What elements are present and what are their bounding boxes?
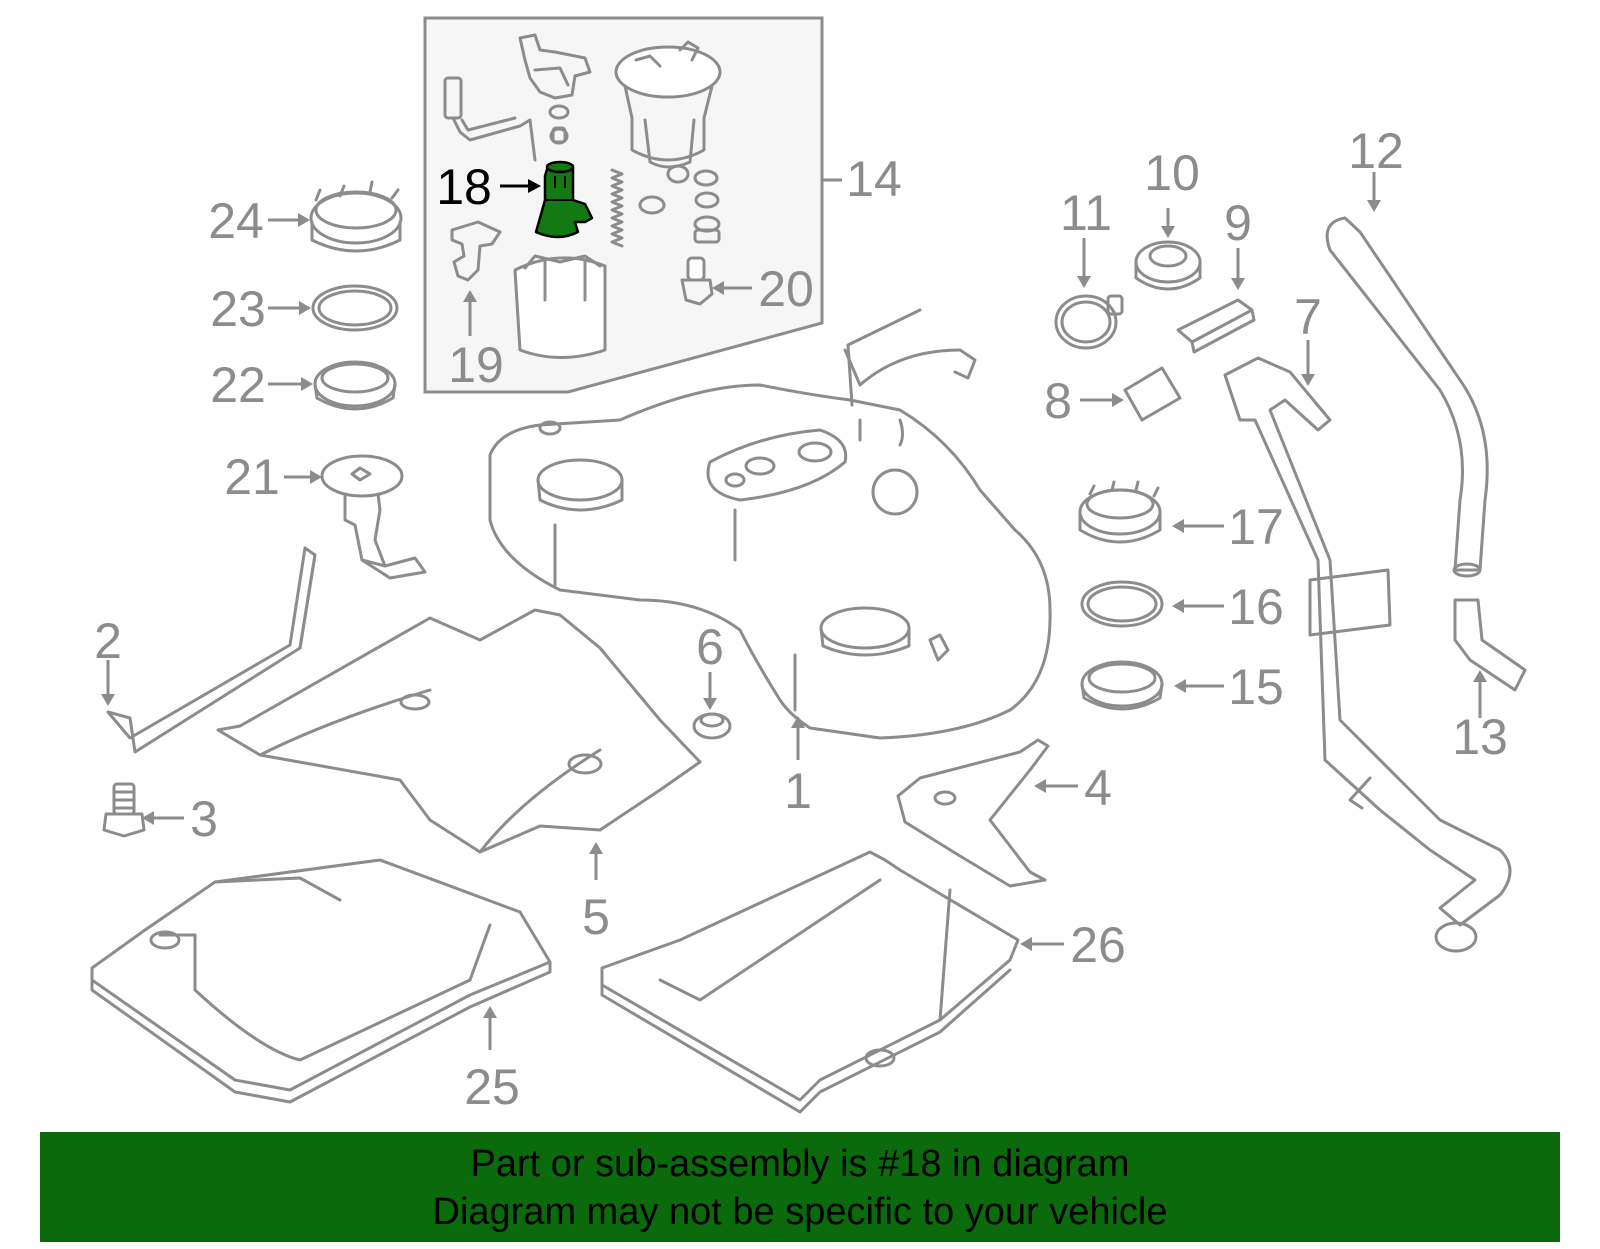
- callout-3: 3: [190, 791, 218, 847]
- part-6-grommet: [692, 712, 732, 740]
- callout-2: 2: [94, 613, 122, 669]
- callout-4: 4: [1084, 760, 1112, 816]
- part-2-tank-strap: [106, 546, 317, 754]
- part-12-hose: [1325, 216, 1489, 578]
- callout-20: 20: [758, 261, 814, 317]
- part-23-gasket: [311, 284, 399, 332]
- callout-5: 5: [582, 889, 610, 945]
- pump-flange-assembly: [614, 40, 722, 169]
- callout-7: 7: [1294, 289, 1322, 345]
- part-17-lock-ring: [1078, 480, 1162, 544]
- part-20-regulator: [680, 256, 714, 306]
- info-banner: Part or sub-assembly is #18 in diagram D…: [40, 1132, 1560, 1242]
- part-11-clamp: [1054, 294, 1124, 350]
- pump-bracket: [518, 33, 592, 100]
- wiring-harness: [443, 76, 537, 162]
- part-26-under-cover: [600, 850, 1020, 1114]
- callout-23: 23: [210, 281, 266, 337]
- right-seal-rings: [638, 164, 721, 244]
- small-seal-rings: [548, 104, 570, 145]
- callout-6: 6: [696, 619, 724, 675]
- callout-12: 12: [1348, 123, 1404, 179]
- callout-8: 8: [1044, 373, 1072, 429]
- callout-24: 24: [208, 193, 264, 249]
- banner-line-part-number: Part or sub-assembly is #18 in diagram: [470, 1143, 1130, 1185]
- part-7-filler-neck: [1223, 356, 1512, 953]
- callout-14: 14: [846, 151, 902, 207]
- callout-9: 9: [1224, 195, 1252, 251]
- part-19-clip: [450, 220, 502, 282]
- part-8-clip: [1123, 366, 1182, 422]
- callout-17: 17: [1228, 499, 1284, 555]
- part-21-sender: [320, 454, 427, 580]
- callout-11: 11: [1060, 185, 1112, 241]
- pump-spring: [610, 168, 624, 248]
- callout-26: 26: [1070, 917, 1126, 973]
- part-10-cap: [1134, 240, 1202, 291]
- part-15-seal: [1080, 660, 1164, 711]
- callout-labels: 1 2 3 4 5 6 7 8 9 10 11 12 13 14 15 16 1…: [94, 123, 1508, 1115]
- part-22-seal: [313, 360, 397, 411]
- part-25-under-cover: [90, 858, 552, 1104]
- part-5-heat-shield: [216, 608, 702, 854]
- callout-18: 18: [436, 159, 492, 215]
- part-13-hose: [1453, 598, 1527, 692]
- callout-15: 15: [1228, 659, 1284, 715]
- callout-16: 16: [1228, 579, 1284, 635]
- callout-13: 13: [1452, 709, 1508, 765]
- part-1-fuel-tank: [488, 308, 1052, 740]
- part-18-fuel-pump[interactable]: [534, 160, 594, 239]
- callout-25: 25: [464, 1059, 520, 1115]
- part-16-gasket: [1080, 580, 1164, 628]
- part-3-bolt: [102, 782, 146, 838]
- callout-21: 21: [224, 449, 280, 505]
- callout-1: 1: [784, 763, 812, 819]
- pump-reservoir: [513, 254, 607, 359]
- banner-line-disclaimer: Diagram may not be specific to your vehi…: [432, 1191, 1168, 1233]
- part-24-lock-ring: [309, 180, 403, 253]
- callout-10: 10: [1144, 145, 1200, 201]
- part-4-bracket: [896, 738, 1050, 888]
- part-9-seal: [1176, 298, 1256, 354]
- callout-19: 19: [448, 337, 504, 393]
- leader-lines: [101, 172, 1487, 1050]
- callout-22: 22: [210, 357, 266, 413]
- parts-diagram: 1 2 3 4 5 6 7 8 9 10 11 12 13 14 15 16 1…: [90, 16, 1527, 1115]
